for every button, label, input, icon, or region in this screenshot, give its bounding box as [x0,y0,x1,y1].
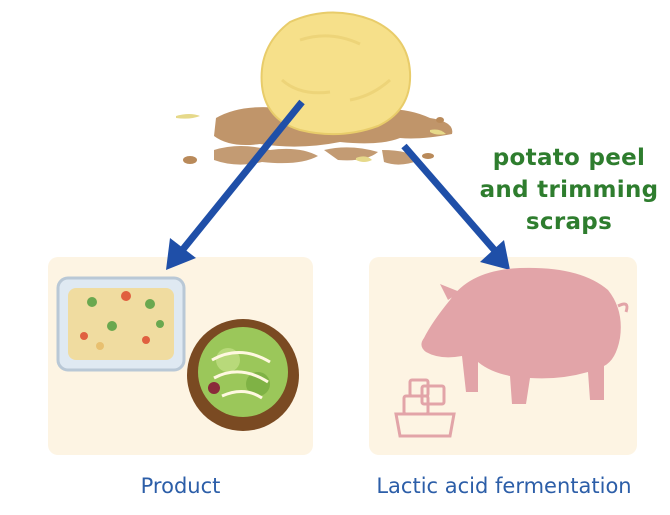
feed-bowl-icon [394,378,456,438]
product-caption: Product [140,474,221,498]
arrow-icon [166,99,510,270]
scraps-label-line-2: and trimming [479,177,659,203]
scraps-label-line-1: potato peel [492,145,646,171]
fermentation-caption: Lactic acid fermentation [376,474,632,498]
potato-salad-container-image [56,276,186,372]
salad-bowl-image [187,319,299,431]
potato-illustration [260,11,412,136]
pig-icon [421,267,629,404]
scraps-label-line-3: scraps [525,209,613,235]
scraps-label: potato peel and trimming scraps [468,142,670,238]
